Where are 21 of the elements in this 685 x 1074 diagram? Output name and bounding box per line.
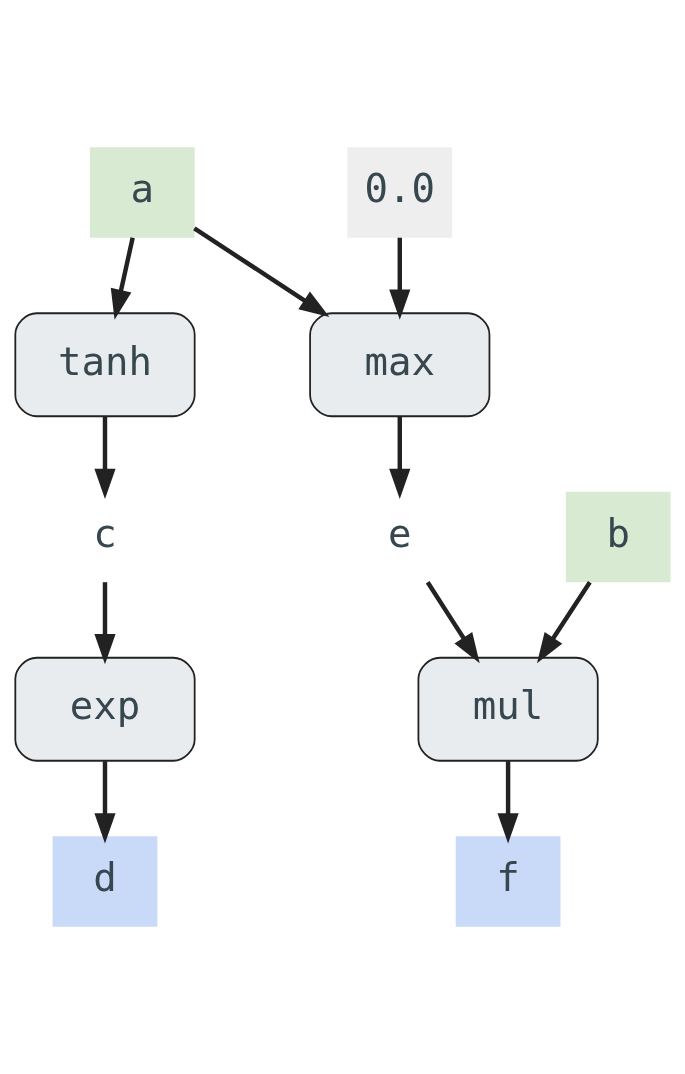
- node-box: max: [309, 312, 491, 418]
- arrow: [389, 416, 411, 500]
- node-box: mul: [417, 656, 599, 762]
- arrow: [94, 416, 116, 500]
- node-text: c: [93, 510, 117, 556]
- arrow: [193, 226, 330, 317]
- arrow: [94, 761, 116, 844]
- node-box: tanh: [14, 312, 196, 418]
- arrow: [110, 237, 135, 320]
- node-box: d: [52, 836, 158, 927]
- node-box: 0.0: [347, 147, 453, 238]
- node-text: e: [388, 510, 412, 556]
- arrow: [497, 761, 519, 844]
- arrow: [94, 582, 116, 665]
- node-box: a: [89, 147, 195, 238]
- arrow: [536, 581, 592, 664]
- node-box: b: [565, 491, 671, 583]
- node-box: f: [455, 836, 561, 927]
- arrow: [425, 581, 480, 664]
- node-box: exp: [14, 656, 196, 762]
- arrow: [389, 237, 411, 320]
